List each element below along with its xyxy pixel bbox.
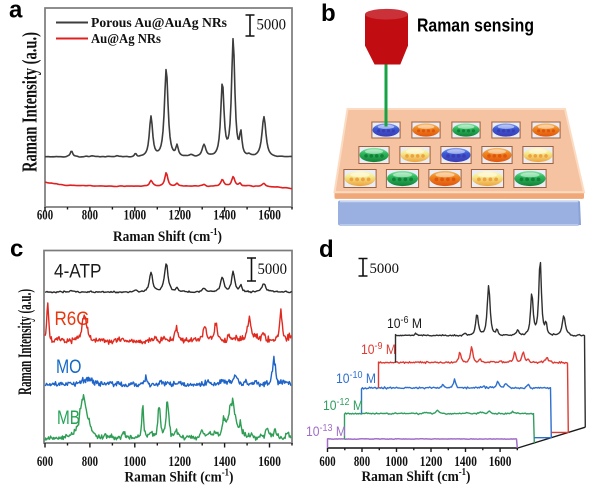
- svg-text:MO: MO: [56, 356, 82, 378]
- svg-text:Raman Shift (cm-1): Raman Shift (cm-1): [125, 468, 234, 486]
- svg-text:Raman Intensity (a.u.): Raman Intensity (a.u.): [18, 32, 42, 172]
- svg-text:1400: 1400: [213, 208, 236, 224]
- svg-text:Au@Ag NRs: Au@Ag NRs: [91, 32, 161, 47]
- svg-text:a: a: [9, 0, 23, 24]
- svg-text:1600: 1600: [258, 454, 281, 470]
- svg-text:800: 800: [82, 208, 98, 224]
- svg-text:10-6 M: 10-6 M: [387, 315, 422, 332]
- svg-text:1000: 1000: [124, 454, 147, 470]
- svg-text:MB: MB: [57, 407, 80, 429]
- svg-text:4-ATP: 4-ATP: [54, 261, 102, 283]
- svg-text:5000: 5000: [370, 261, 400, 277]
- svg-text:d: d: [319, 236, 334, 263]
- svg-text:1400: 1400: [454, 454, 477, 470]
- svg-text:10-13 M: 10-13 M: [306, 423, 346, 440]
- svg-text:1600: 1600: [258, 208, 281, 224]
- svg-text:c: c: [10, 236, 23, 263]
- svg-text:10-10 M: 10-10 M: [336, 370, 376, 387]
- svg-text:1000: 1000: [124, 208, 147, 224]
- svg-text:Raman Shift (cm-1): Raman Shift (cm-1): [362, 468, 471, 486]
- svg-text:600: 600: [37, 208, 53, 224]
- svg-text:1600: 1600: [489, 454, 512, 470]
- svg-text:Porous Au@AuAg NRs: Porous Au@AuAg NRs: [91, 16, 228, 31]
- svg-text:600: 600: [37, 454, 53, 470]
- svg-text:5000: 5000: [257, 17, 287, 34]
- svg-text:800: 800: [82, 454, 98, 470]
- svg-text:800: 800: [354, 454, 370, 470]
- svg-text:600: 600: [319, 454, 335, 470]
- svg-text:R6G: R6G: [55, 308, 90, 330]
- svg-text:b: b: [321, 0, 336, 27]
- svg-text:Raman sensing: Raman sensing: [417, 15, 534, 36]
- svg-text:1200: 1200: [168, 454, 191, 470]
- svg-text:1200: 1200: [420, 454, 443, 470]
- svg-text:10-9 M: 10-9 M: [361, 341, 396, 358]
- svg-text:1200: 1200: [168, 208, 191, 224]
- svg-text:1000: 1000: [385, 454, 408, 470]
- svg-text:Raman Shift (cm-1): Raman Shift (cm-1): [113, 228, 222, 246]
- svg-text:1400: 1400: [213, 454, 236, 470]
- svg-text:Raman Intensity (a.u.): Raman Intensity (a.u.): [15, 289, 36, 395]
- svg-text:5000: 5000: [258, 261, 288, 278]
- svg-text:10-12 M: 10-12 M: [323, 397, 363, 414]
